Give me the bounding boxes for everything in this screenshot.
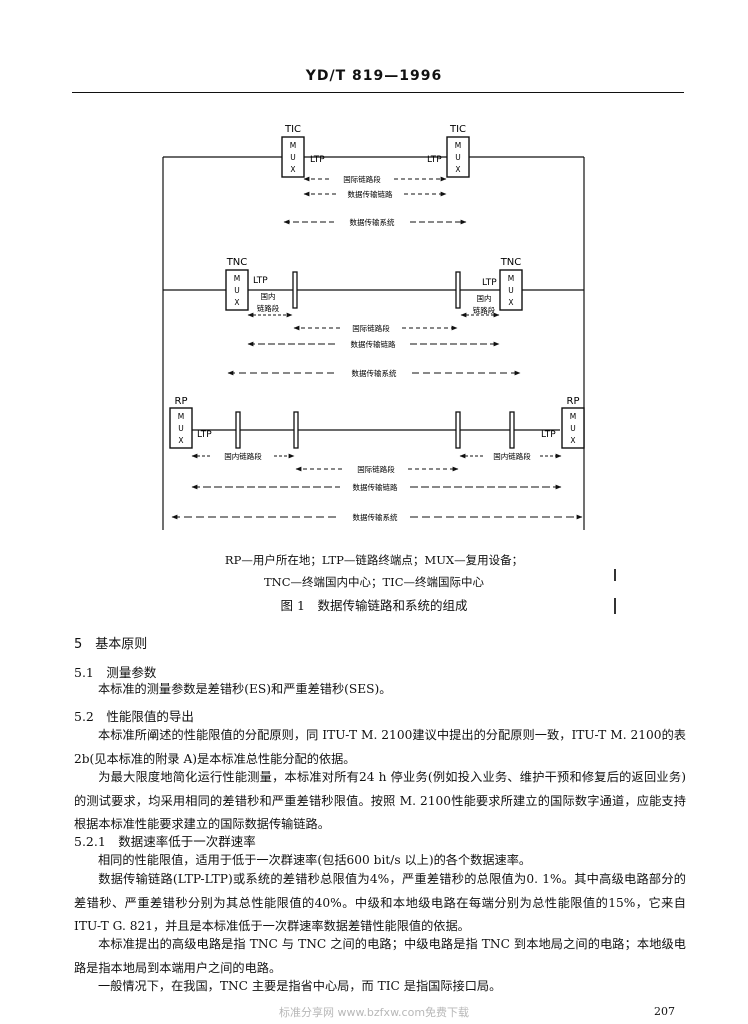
section-5-1-title: 5.1 测量参数	[74, 665, 157, 680]
row3-ltp-right: LTP	[541, 430, 556, 440]
row3-bar-1	[235, 411, 241, 449]
svg-text:U: U	[508, 286, 514, 295]
section-5-2-1-paragraph-1: 相同的性能限值，适用于低于一次群速率(包括600 bit/s 以上)的各个数据速…	[98, 853, 532, 867]
figure-legend-line-2: TNC—终端国内中心；TIC—终端国际中心	[263, 575, 485, 589]
rp-right-label: RP	[567, 396, 580, 407]
row3-mux-left: RP M U X LTP	[169, 396, 212, 449]
svg-text:M: M	[508, 274, 514, 283]
row3-intl-section-label: 国际链路段	[357, 464, 395, 474]
row2-mux-right: TNC M U X LTP	[482, 257, 523, 311]
scan-mark	[614, 598, 616, 614]
section-5-2-paragraph-1: 本标准所阐述的性能限值的分配原则，同 ITU-T M. 2100建议中提出的分配…	[74, 728, 686, 766]
svg-text:X: X	[234, 298, 239, 307]
rp-left-label: RP	[175, 396, 188, 407]
row3-ltp-left: LTP	[197, 430, 212, 440]
row1-intl-section-label: 国际链路段	[343, 174, 381, 184]
document-header: YD/T 819—1996	[305, 68, 443, 84]
row2-data-link-label: 数据传输链路	[351, 339, 396, 349]
row2-domestic-left-2: 链路段	[257, 303, 280, 313]
svg-text:U: U	[455, 153, 461, 162]
row3-bar-2	[293, 411, 299, 449]
section-5-title: 5 基本原则	[74, 637, 148, 652]
row3-domestic-right-label: 国内链路段	[493, 451, 531, 461]
watermark: 标准分享网 www.bzfxw.com免费下载	[278, 1006, 470, 1019]
svg-text:M: M	[234, 274, 240, 283]
row2-ltp-left: LTP	[253, 276, 268, 286]
section-5-2-1-paragraph-4: 一般情况下，在我国，TNC 主要是指省中心局，而 TIC 是指国际接口局。	[98, 979, 502, 993]
section-5-2-1-paragraph-2: 数据传输链路(LTP-LTP)或系统的差错秒总限值为4%，严重差错秒的总限值为0…	[74, 872, 686, 933]
tic-right-label: TIC	[449, 124, 466, 135]
svg-text:U: U	[178, 424, 184, 433]
row1-ltp-right: LTP	[427, 155, 442, 165]
header-rule	[72, 92, 684, 93]
tic-left-label: TIC	[284, 124, 301, 135]
section-5-1-paragraph: 本标准的测量参数是差错秒(ES)和严重差错秒(SES)。	[98, 682, 392, 696]
row1-data-link-label: 数据传输链路	[348, 189, 393, 199]
row1-mux-left: TIC M U X LTP	[281, 124, 325, 178]
row3-mux-right: RP M U X LTP	[541, 396, 585, 449]
row3-system-label: 数据传输系统	[353, 512, 398, 522]
section-5-2-paragraph-2: 为最大限度地简化运行性能测量，本标准对所有24 h 停业务(例如投入业务、维护干…	[74, 770, 686, 831]
row3-data-link-label: 数据传输链路	[353, 482, 398, 492]
svg-text:M: M	[178, 412, 184, 421]
row2-intl-section-label: 国际链路段	[352, 323, 390, 333]
row2-mux-left: TNC M U X LTP	[225, 257, 268, 311]
row1-system-label: 数据传输系统	[350, 217, 395, 227]
page-number: 207	[654, 1005, 675, 1018]
row3-domestic-left-label: 国内链路段	[224, 451, 262, 461]
svg-text:U: U	[570, 424, 576, 433]
svg-text:M: M	[290, 141, 296, 150]
row1-mux-right: TIC M U X LTP	[427, 124, 470, 178]
svg-text:U: U	[234, 286, 240, 295]
section-5-2-1-title: 5.2.1 数据速率低于一次群速率	[74, 834, 256, 849]
figure-caption: 图 1 数据传输链路和系统的组成	[280, 598, 468, 613]
svg-text:U: U	[290, 153, 296, 162]
figure-1-diagram: TIC M U X LTP TIC M U X LTP 国际链路段 数据传输链路…	[162, 124, 585, 530]
section-5-2-1-paragraph-3: 本标准提出的高级电路是指 TNC 与 TNC 之间的电路；中级电路是指 TNC …	[74, 937, 686, 975]
svg-text:M: M	[570, 412, 576, 421]
tnc-left-label: TNC	[226, 257, 248, 268]
row2-ltp-bar-right	[455, 271, 461, 309]
figure-legend-line-1: RP—用户所在地；LTP—链路终端点；MUX—复用设备；	[224, 553, 524, 567]
svg-text:X: X	[570, 436, 575, 445]
svg-text:X: X	[508, 298, 513, 307]
svg-text:X: X	[455, 165, 460, 174]
tnc-right-label: TNC	[500, 257, 522, 268]
scan-mark	[614, 569, 616, 581]
svg-text:X: X	[290, 165, 295, 174]
row2-ltp-right: LTP	[482, 278, 497, 288]
row1-ltp-left: LTP	[310, 155, 325, 165]
row2-domestic-right-1: 国内	[477, 293, 492, 303]
row3-bar-3	[455, 411, 461, 449]
svg-text:X: X	[178, 436, 183, 445]
row2-ltp-bar-left	[292, 271, 298, 309]
section-5-2-title: 5.2 性能限值的导出	[74, 709, 194, 724]
row2-domestic-right-2: 链路段	[473, 305, 496, 315]
row2-system-label: 数据传输系统	[352, 368, 397, 378]
svg-text:M: M	[455, 141, 461, 150]
row3-bar-4	[509, 411, 515, 449]
row2-domestic-left-1: 国内	[261, 291, 276, 301]
